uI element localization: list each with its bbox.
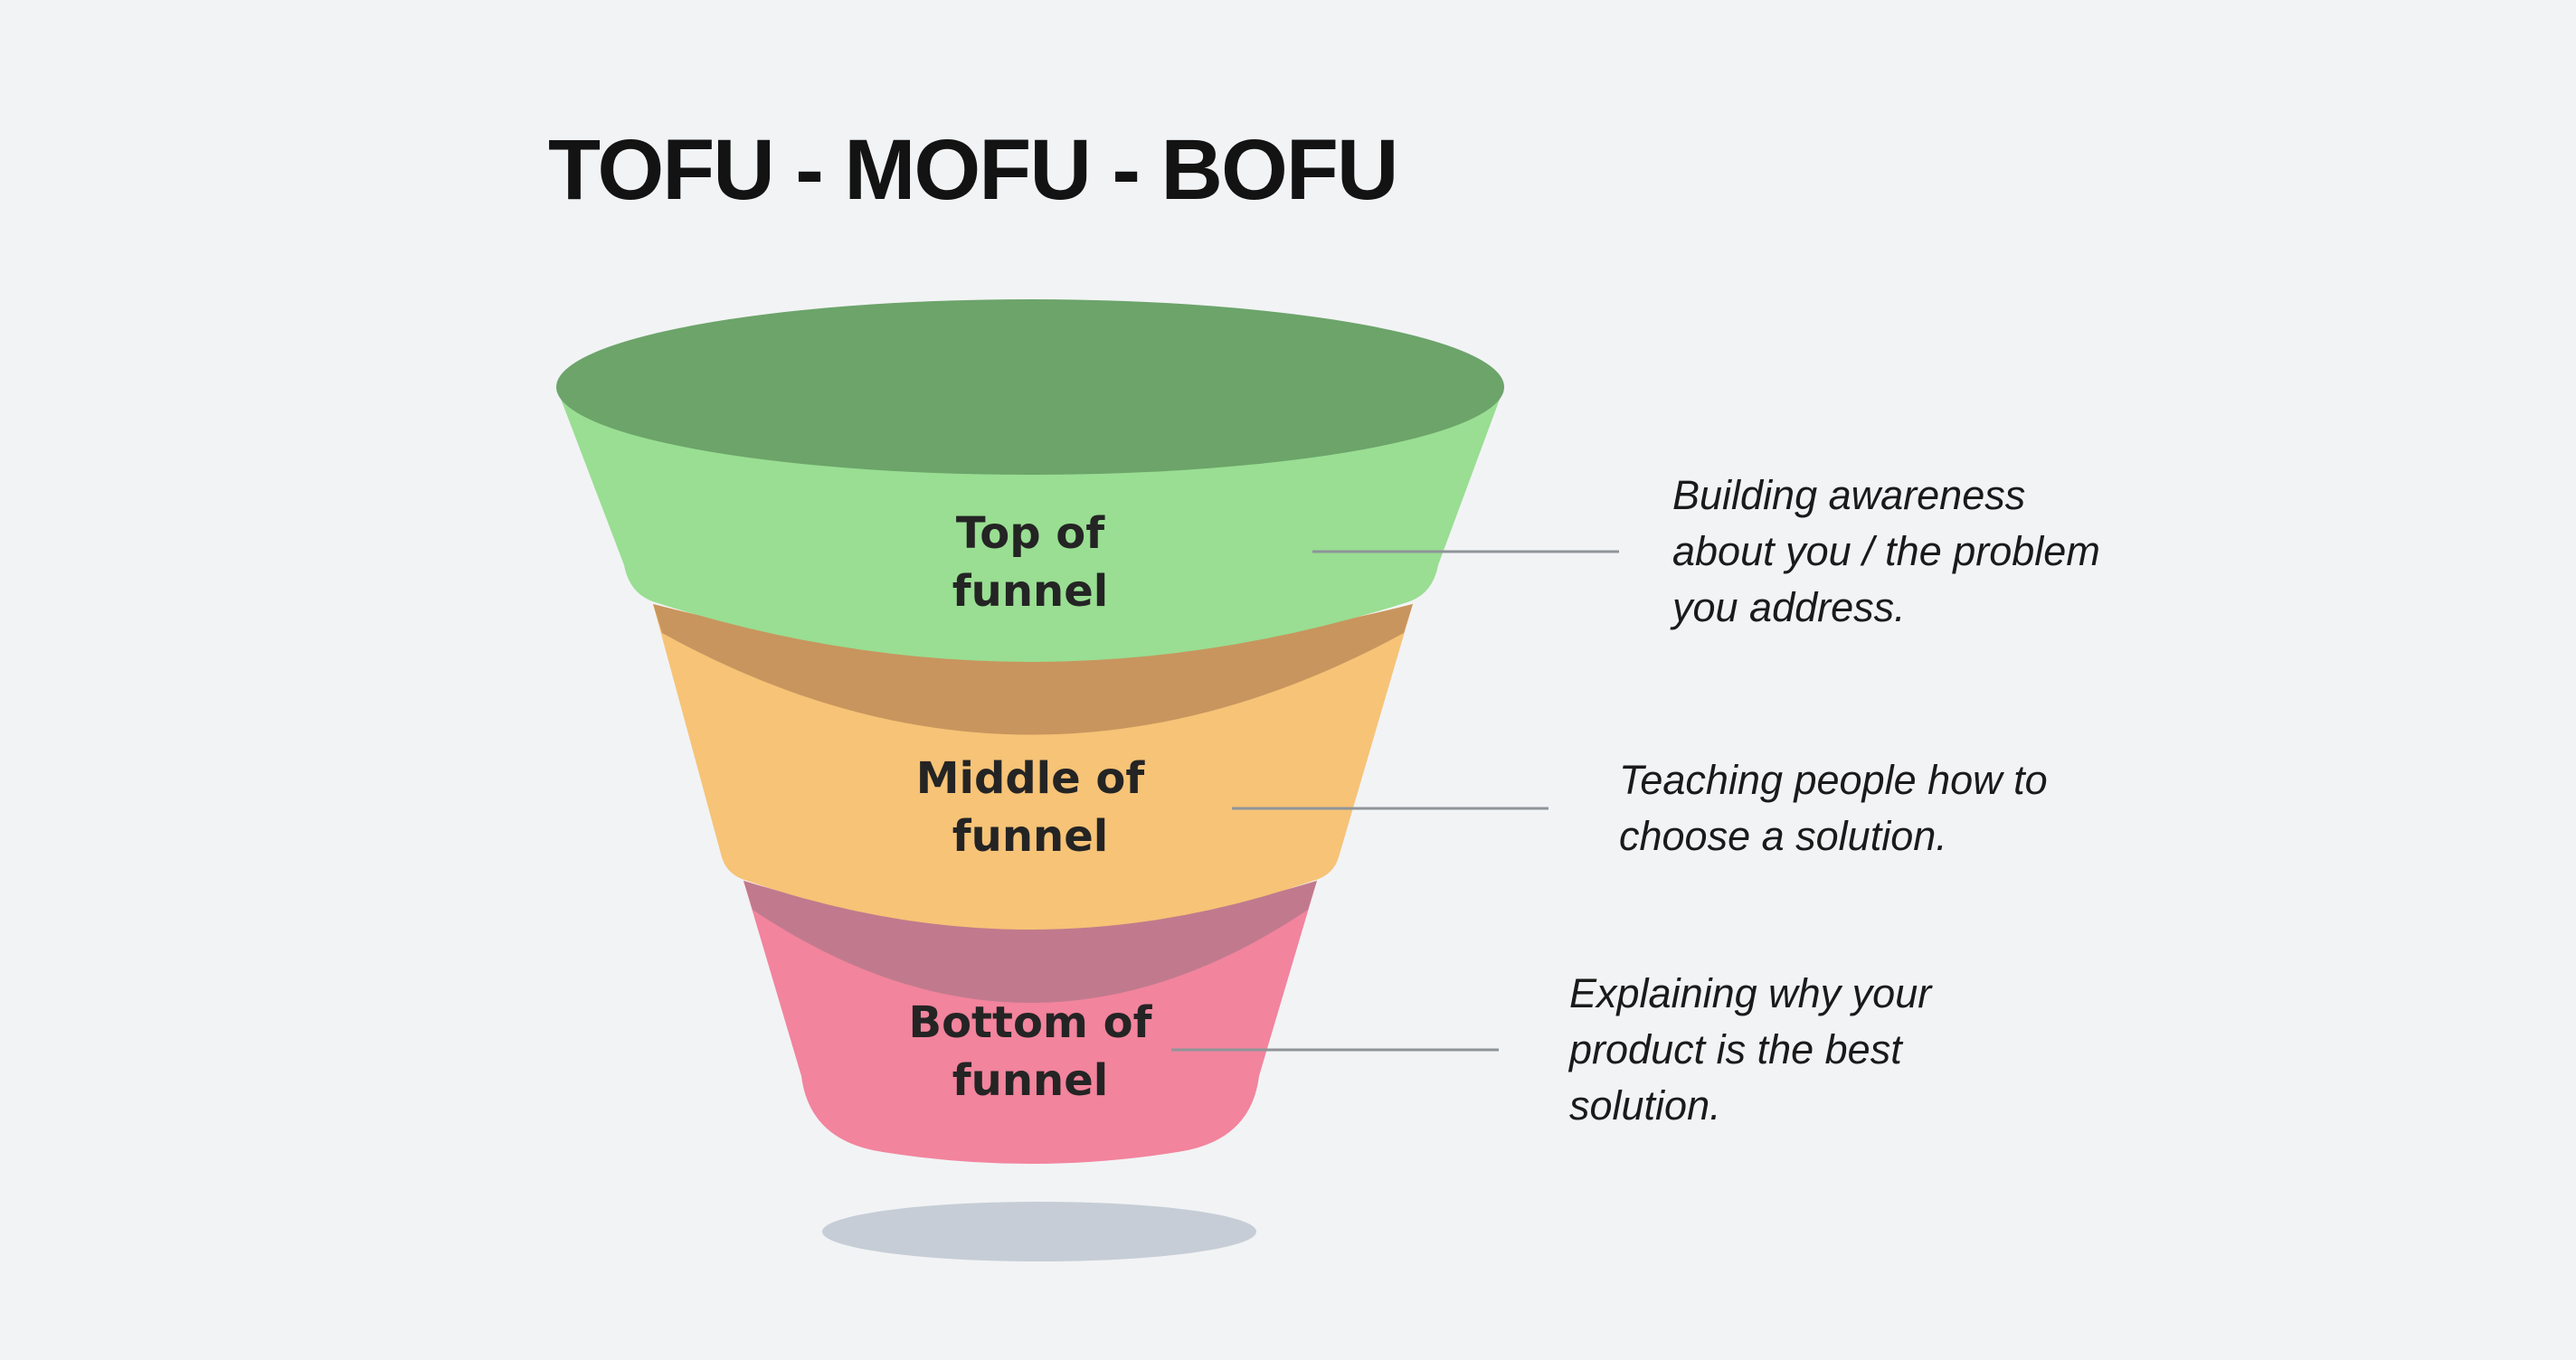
stage-label-mofu: Middle of funnel	[915, 753, 1145, 862]
page-title: TOFU - MOFU - BOFU	[548, 122, 1398, 218]
funnel-stage-bofu-top-band	[743, 881, 1317, 1003]
annotation-bofu: Explaining why your product is the best …	[1569, 970, 1932, 1129]
annotation-tofu: Building awareness about you / the probl…	[1672, 472, 2100, 630]
annotation-mofu: Teaching people how to choose a solution…	[1619, 757, 2048, 859]
funnel-stage-mofu-top-band	[653, 604, 1413, 735]
stage-label-bofu: Bottom of funnel	[908, 997, 1152, 1106]
funnel-stage-tofu-top-surface	[556, 299, 1504, 475]
stage-label-tofu: Top of funnel	[952, 508, 1109, 617]
funnel-floor-shadow	[822, 1202, 1256, 1261]
